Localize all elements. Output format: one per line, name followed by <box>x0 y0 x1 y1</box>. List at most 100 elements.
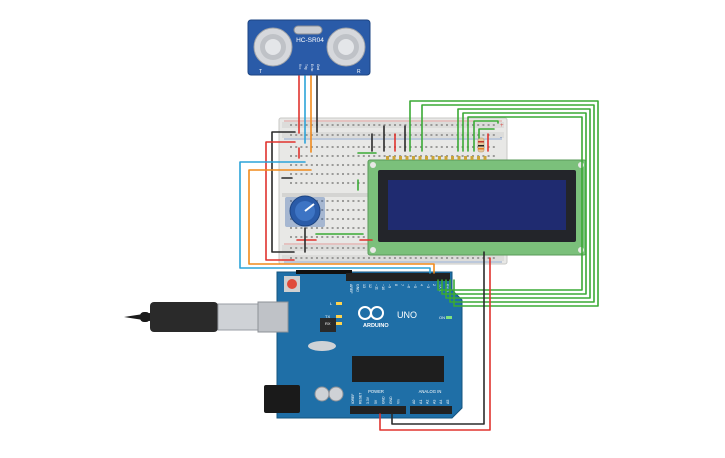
analog-pin-label: A1 <box>419 400 423 404</box>
potentiometer[interactable] <box>285 195 325 227</box>
sensor-pin-label: Gnd <box>316 64 320 70</box>
lcd-display[interactable] <box>367 156 587 256</box>
lcd-pin <box>418 156 422 160</box>
digital-pin-label: 8 <box>394 284 398 286</box>
lcd-pin <box>386 156 389 160</box>
analog-pin-label: A0 <box>412 400 416 404</box>
sensor-left-mark: T <box>259 69 262 75</box>
crystal <box>308 341 336 351</box>
led-rx <box>336 322 342 325</box>
arduino-brand: ARDUINO <box>363 323 389 329</box>
board-leds: L TX RX ON <box>325 301 452 326</box>
power-jack <box>264 385 300 413</box>
usb-chip <box>320 318 336 332</box>
digital-pin-label: ~10 <box>381 284 385 290</box>
digital-pin-label: ~11 <box>375 284 379 290</box>
rail-minus-label: - <box>500 135 502 141</box>
atmega-chip <box>352 356 444 382</box>
sensor-pin-labels: Vcc Trig Echo Gnd <box>298 64 320 71</box>
power-header[interactable] <box>350 406 406 414</box>
analog-pin-label: A3 <box>432 400 436 404</box>
bottom-power-rail <box>282 255 504 261</box>
sensor-transducer-left <box>253 27 293 67</box>
arduino-logo: ARDUINO UNO <box>358 306 417 329</box>
usb-port <box>257 301 289 333</box>
digital-pin-label: AREF <box>349 284 353 294</box>
lcd-pin <box>412 156 415 160</box>
led-label: TX <box>325 314 330 319</box>
digital-header[interactable] <box>346 273 450 281</box>
led-label: L <box>330 301 333 306</box>
digital-pin-label: 2 <box>432 284 436 286</box>
power-pin-label: Vin <box>397 399 401 404</box>
analog-pin-label: A5 <box>446 400 450 404</box>
led-label: ON <box>439 315 445 320</box>
lcd-pin <box>444 156 448 160</box>
wire-lcd-d <box>437 116 583 291</box>
wire-left-power-rail <box>265 141 296 261</box>
digital-pin-label: ~3 <box>426 284 430 288</box>
sensor-right-mark: R <box>357 69 361 75</box>
reset-button-cap <box>287 279 297 289</box>
analog-pin-label: A2 <box>426 400 430 404</box>
digital-pin-label: GND <box>355 284 359 292</box>
lcd-pin <box>431 156 435 160</box>
analog-header[interactable] <box>410 406 452 414</box>
led-label: RX <box>325 321 331 326</box>
sensor-pin-label: Echo <box>310 64 314 71</box>
lcd-pin <box>483 156 487 160</box>
wire-trig-to-arduino <box>239 161 431 274</box>
power-pin-label: GND <box>381 396 385 404</box>
power-pin-label: 5V <box>374 399 378 404</box>
capacitor <box>328 386 344 402</box>
wire-5v <box>379 257 491 431</box>
lcd-screen <box>388 180 566 230</box>
lcd-pin <box>470 156 474 160</box>
lcd-pin <box>451 156 454 160</box>
sensor-pin-label: Vcc <box>298 64 302 70</box>
analog-section-label: ANALOG IN <box>419 389 442 394</box>
top-power-rail <box>282 132 504 138</box>
power-pin-label: 3.3V <box>366 396 370 404</box>
rail-plus-label: + <box>500 123 504 129</box>
lcd-mount-hole <box>578 247 584 253</box>
wire-lcd-d <box>445 108 591 299</box>
lcd-pin <box>405 156 409 160</box>
digital-pin-label: 7 <box>400 284 404 286</box>
led-tx <box>336 315 342 318</box>
wire-lcd-d <box>473 120 499 152</box>
lcd-pin <box>425 156 428 160</box>
digital-pin-label: TX 1 <box>439 284 443 292</box>
power-pin-label: RESET <box>359 393 363 404</box>
digital-pin-label: 4 <box>419 284 423 286</box>
ultrasonic-sensor[interactable]: HC-SR04 T R Vcc Trig Echo Gnd <box>247 19 371 76</box>
top-power-rail <box>282 122 504 128</box>
power-pin-label: GND <box>389 396 393 404</box>
sensor-transducer-right <box>326 27 366 67</box>
power-section-label: POWER <box>368 389 384 394</box>
lcd-mount-hole <box>370 247 376 253</box>
arduino-model: UNO <box>397 310 417 320</box>
digital-pin-label: ~5 <box>413 284 417 288</box>
lcd-pin <box>457 156 461 160</box>
lcd-pin <box>477 156 480 160</box>
wire-gnd <box>391 251 485 425</box>
analog-pin-label: A4 <box>439 400 443 404</box>
lcd-pin <box>438 156 441 160</box>
sensor-pin-label: Trig <box>304 64 308 70</box>
potentiometer-knob-indicator <box>304 203 315 212</box>
digital-pin-label: RX 0 <box>445 284 449 292</box>
wire-echo-to-arduino <box>248 169 435 274</box>
sensor-model-label: HC-SR04 <box>296 37 324 44</box>
power-pin-label: IOREF <box>351 394 355 404</box>
resistor <box>477 137 485 153</box>
usb-cable[interactable] <box>124 301 289 333</box>
lcd-pin <box>392 156 396 160</box>
lcd-mount-hole <box>370 162 376 168</box>
